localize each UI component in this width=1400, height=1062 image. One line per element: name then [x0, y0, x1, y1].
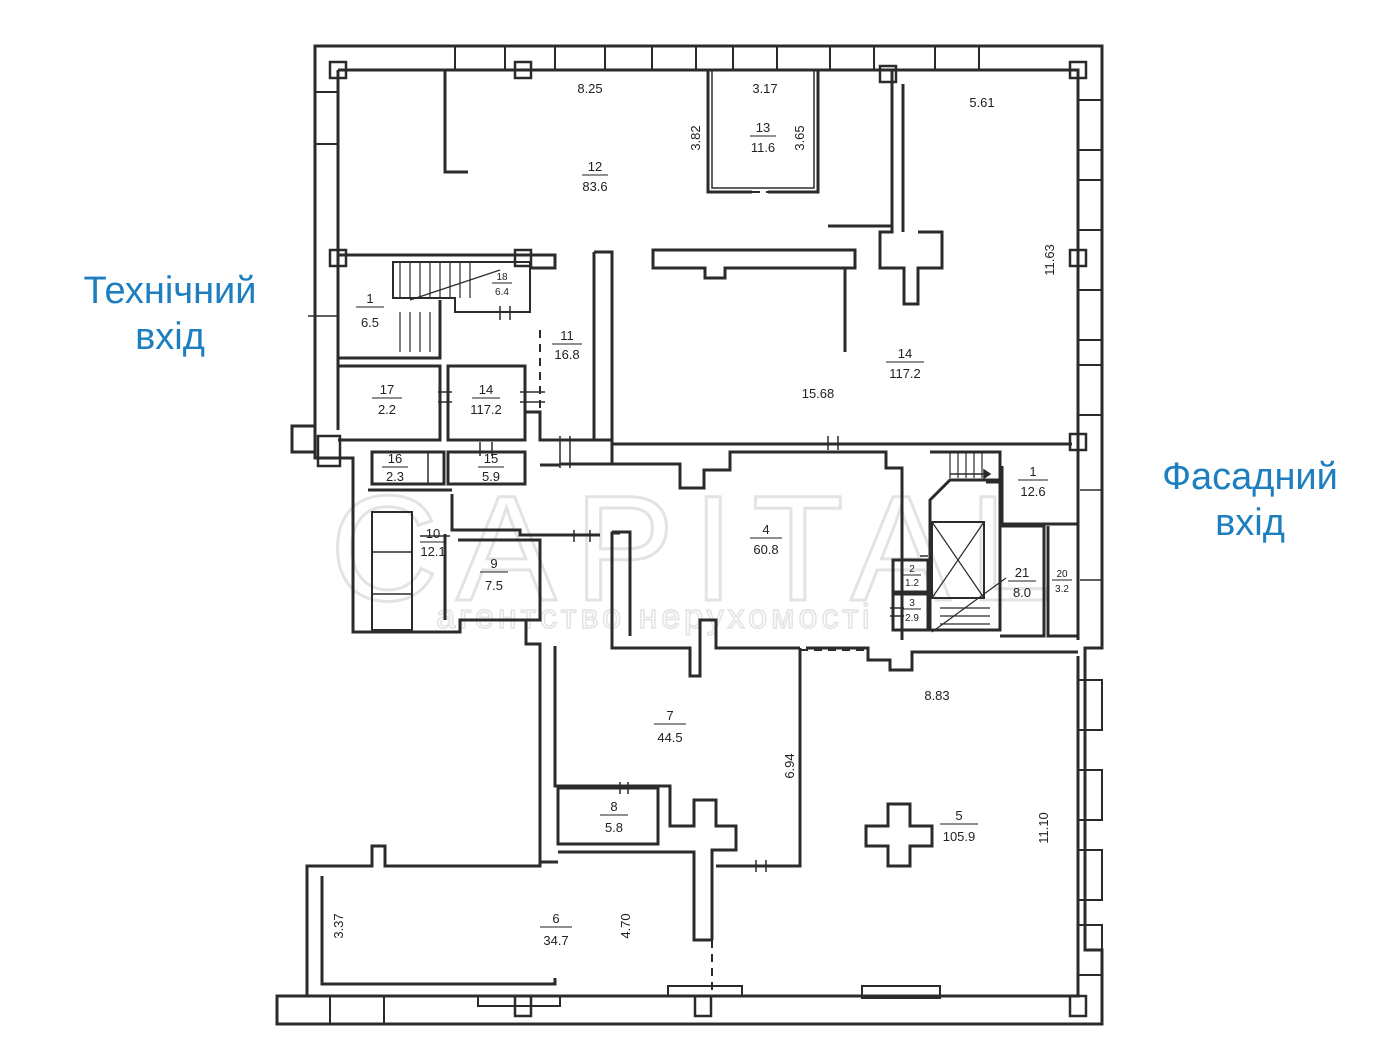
room-area: 11.6 — [751, 140, 775, 155]
room-number: 16 — [388, 451, 402, 466]
room-number: 3 — [909, 598, 915, 609]
room-number: 4 — [762, 522, 769, 537]
room-number: 10 — [426, 526, 440, 541]
room-number: 15 — [484, 451, 498, 466]
walls — [275, 44, 1104, 1026]
room-number: 2 — [909, 564, 915, 575]
dimension-label: 8.25 — [577, 81, 602, 96]
room-area: 105.9 — [943, 829, 976, 844]
room-area: 6.5 — [361, 315, 379, 330]
dimension-label: 3.17 — [752, 81, 777, 96]
room-area: 83.6 — [582, 179, 607, 194]
room-15-label: 14 117.2 — [470, 382, 502, 417]
room-number: 11 — [560, 328, 574, 343]
room-number: 14 — [479, 382, 493, 397]
room-number: 20 — [1056, 569, 1068, 580]
room-20-label: 20 3.2 — [1052, 569, 1072, 595]
room-11-label: 11 16.8 — [552, 328, 582, 362]
room-number: 14 — [898, 346, 912, 361]
dimension-label: 8.83 — [924, 688, 949, 703]
room-1-left-label: 1 6.5 — [356, 291, 384, 330]
room-21-label: 21 8.0 — [1008, 565, 1036, 600]
room-area: 2.9 — [905, 613, 919, 624]
room-number: 12 — [588, 159, 602, 174]
room-area: 16.8 — [554, 347, 579, 362]
room-number: 13 — [756, 120, 770, 135]
facade-entrance-label: Фасадний вхід — [1120, 454, 1380, 546]
room-area: 1.2 — [905, 578, 919, 589]
dimension-label: 15.68 — [802, 386, 835, 401]
facade-entrance-line-1: Фасадний — [1162, 456, 1338, 498]
room-area: 34.7 — [543, 933, 568, 948]
room-4-label: 4 60.8 — [750, 522, 782, 557]
room-area: 117.2 — [470, 402, 502, 417]
entry-arrows — [920, 468, 992, 557]
room-number: 17 — [380, 382, 394, 397]
technical-entrance-line-2: вхід — [135, 316, 205, 358]
room-10-label: 10 12.1 — [420, 526, 446, 559]
room-7-label: 7 44.5 — [654, 708, 686, 745]
dimension-label: 11.10 — [1036, 812, 1051, 844]
room-number: 18 — [496, 272, 508, 283]
dimension-label: 11.63 — [1042, 244, 1057, 276]
room-area: 12.1 — [420, 544, 445, 559]
room-area: 3.2 — [1055, 584, 1069, 595]
room-area: 2.2 — [378, 402, 396, 417]
room-6-label: 6 34.7 — [540, 911, 572, 948]
room-number: 9 — [490, 556, 497, 571]
room-area: 117.2 — [889, 366, 921, 381]
room-8-label: 8 5.8 — [600, 799, 628, 835]
room-number: 8 — [610, 799, 617, 814]
room-17-label: 16 2.3 — [382, 451, 408, 484]
room-labels: 12 83.6 13 11.6 14 117.2 1 6.5 18 6.4 11… — [356, 120, 1072, 948]
room-area: 44.5 — [657, 730, 682, 745]
facade-entrance-line-2: вхід — [1215, 502, 1285, 544]
room-number: 6 — [552, 911, 559, 926]
room-5-label: 5 105.9 — [940, 808, 978, 844]
dimension-label: 4.70 — [618, 913, 633, 938]
dimension-label: 5.61 — [969, 95, 994, 110]
room-19-label: 18 6.4 — [492, 272, 512, 298]
room-12-label: 12 83.6 — [582, 159, 608, 194]
room-number: 5 — [955, 808, 962, 823]
room-area: 6.4 — [495, 287, 509, 298]
room-3-label: 3 2.9 — [903, 598, 921, 624]
room-area: 12.6 — [1020, 484, 1045, 499]
room-13-label: 13 11.6 — [750, 120, 776, 155]
room-area: 8.0 — [1013, 585, 1031, 600]
room-16-label: 15 5.9 — [478, 451, 504, 484]
room-number: 1 — [366, 291, 373, 306]
room-9-label: 9 7.5 — [480, 556, 508, 593]
room-number: 21 — [1015, 565, 1029, 580]
watermark-subtitle: агентство нерухомості — [436, 598, 873, 636]
room-area: 5.8 — [605, 820, 623, 835]
technical-entrance-line-1: Технічний — [83, 270, 257, 312]
dimension-label: 3.65 — [792, 125, 807, 150]
room-area: 5.9 — [482, 469, 500, 484]
dimension-labels: 8.25 3.17 5.61 3.82 3.65 11.63 15.68 8.8… — [331, 81, 1057, 939]
room-14-label: 14 117.2 — [886, 346, 924, 381]
room-18-label: 17 2.2 — [372, 382, 402, 417]
room-number: 1 — [1029, 464, 1036, 479]
room-area: 60.8 — [753, 542, 778, 557]
room-2-label: 2 1.2 — [903, 564, 921, 589]
dimension-label: 3.37 — [331, 913, 346, 938]
dimension-label: 6.94 — [782, 753, 797, 778]
technical-entrance-label: Технічний вхід — [40, 268, 300, 360]
room-number: 7 — [666, 708, 673, 723]
room-1-right-label: 1 12.6 — [1018, 464, 1048, 499]
room-area: 7.5 — [485, 578, 503, 593]
room-area: 2.3 — [386, 469, 404, 484]
dimension-label: 3.82 — [688, 125, 703, 150]
